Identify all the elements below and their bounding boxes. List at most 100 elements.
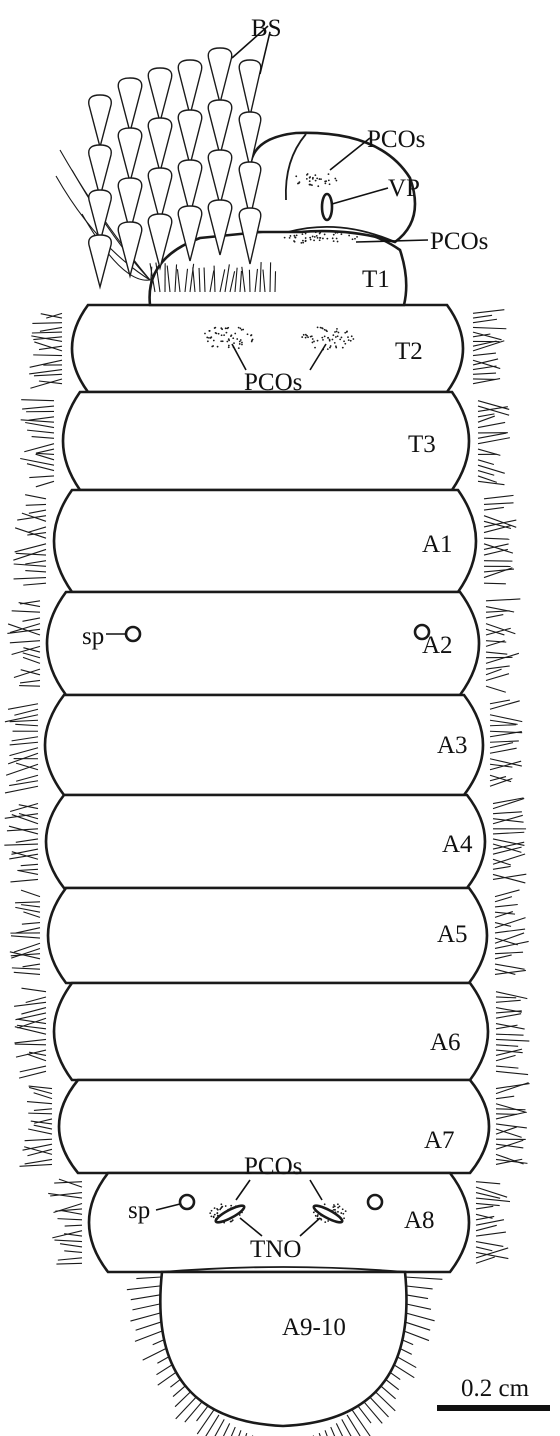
label-t3: T3 [408, 431, 436, 458]
bristle [477, 480, 505, 486]
label-tno: TNO [250, 1236, 301, 1263]
bristle [184, 1399, 205, 1423]
brush-seta-scale [88, 234, 112, 290]
head-region [55, 47, 417, 307]
bristle [472, 318, 498, 324]
bristle [9, 640, 41, 644]
bristle [494, 937, 518, 946]
label-bs: BS [251, 15, 282, 42]
bristle [495, 1044, 519, 1047]
bristle [489, 763, 513, 768]
bristle [475, 1202, 500, 1207]
bristle [17, 1018, 47, 1025]
label-a9-10: A9-10 [282, 1314, 346, 1341]
bristle [15, 901, 41, 904]
bristle [346, 1414, 361, 1436]
bristle [495, 1010, 522, 1014]
scale-bar [437, 1405, 550, 1411]
bristle [25, 421, 55, 429]
bristle [404, 1285, 433, 1290]
bristle [64, 1250, 83, 1253]
seta-base [184, 268, 189, 293]
bristle [36, 452, 55, 455]
seta-base [166, 265, 171, 293]
brush-seta-scale [88, 94, 112, 150]
bristle [485, 673, 510, 681]
bristle [494, 921, 512, 927]
spiracle [413, 623, 431, 641]
bristle [126, 1285, 162, 1291]
bristle [495, 1111, 526, 1120]
bristle [24, 1158, 53, 1165]
bristle [472, 358, 499, 366]
bristle [494, 917, 526, 929]
bristle [30, 1120, 53, 1125]
bristle [62, 1210, 83, 1215]
leader-pcos-t2-right [309, 343, 327, 371]
bristle [14, 527, 47, 539]
seta-base [269, 262, 272, 293]
seta-base [192, 267, 196, 293]
bristle [483, 524, 512, 534]
bristle [475, 1186, 508, 1198]
seta-base [209, 270, 215, 293]
seta-base [176, 269, 181, 293]
bristle [494, 940, 529, 950]
bristle [25, 503, 47, 506]
bristle [9, 780, 39, 787]
bristle [222, 1423, 231, 1436]
vp-structure [320, 192, 334, 222]
bristle [475, 1205, 494, 1210]
bristle [30, 378, 63, 389]
bristle [351, 1409, 371, 1436]
bristle [25, 996, 47, 1004]
bristle [485, 614, 504, 619]
bristle [475, 1197, 511, 1203]
bristle [472, 378, 501, 385]
bristle [14, 1038, 47, 1044]
seam-a8-a9 [161, 1266, 406, 1273]
head-suture [284, 133, 307, 201]
bristle [25, 560, 47, 565]
bristle [9, 623, 41, 634]
bristle [29, 369, 63, 375]
bristle [50, 1192, 83, 1197]
bristle [28, 416, 55, 421]
bristle [494, 911, 516, 915]
bristle [20, 419, 55, 423]
bristle [11, 967, 41, 970]
label-vp: VP [388, 175, 420, 202]
bristle [10, 935, 41, 939]
bristle [9, 951, 41, 960]
bristle [4, 714, 39, 723]
bristle [33, 336, 63, 341]
bristle [13, 668, 41, 679]
bristle [11, 736, 39, 742]
bristle [21, 399, 55, 402]
bristle [24, 1138, 53, 1142]
leader-pcos-head-upper [329, 137, 371, 171]
bristle [477, 415, 495, 423]
bristle [20, 889, 41, 898]
bristle [477, 437, 510, 445]
bristle [324, 1430, 328, 1436]
bristle [25, 570, 47, 573]
bristle [11, 610, 41, 613]
brush-seta-scale [117, 221, 143, 279]
label-a4: A4 [442, 831, 473, 858]
leader-pcos-a8-left [235, 1179, 251, 1201]
bristle [495, 1113, 517, 1115]
bristle [475, 1251, 509, 1260]
pcos-t2-left-patch [204, 326, 254, 350]
bristle [489, 747, 517, 754]
bristle [196, 1404, 210, 1422]
leader-bs-2 [259, 31, 271, 75]
bristle [17, 869, 39, 875]
bristle [494, 928, 526, 934]
bristle [14, 1001, 47, 1007]
bristle [15, 1049, 47, 1058]
bristle [489, 758, 522, 767]
bristle [28, 526, 47, 533]
bristle [196, 1409, 215, 1435]
bristle [495, 1143, 524, 1149]
